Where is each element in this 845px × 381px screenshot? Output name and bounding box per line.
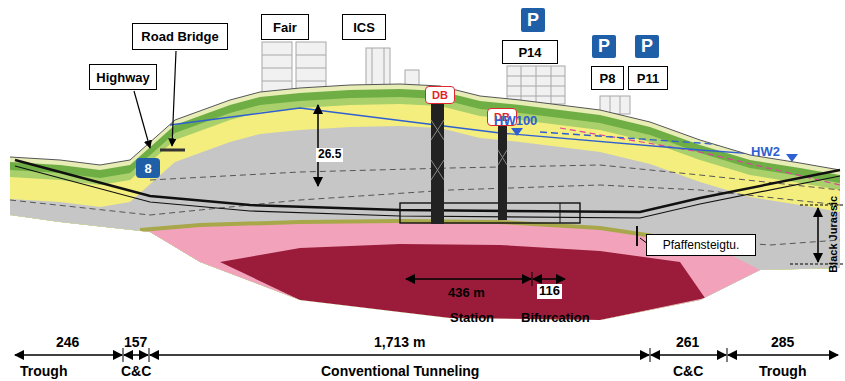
node-text: P xyxy=(641,36,653,57)
node-text: ICS xyxy=(353,20,375,35)
parking-icon: P xyxy=(521,8,545,32)
parking-box: P8 xyxy=(591,66,624,90)
water-level-label: HW2 xyxy=(751,145,780,160)
place-box: Fair xyxy=(261,14,309,40)
dimension-arrows xyxy=(15,105,843,362)
dimension-label: 1,713 m xyxy=(374,334,425,350)
place-box: ICS xyxy=(342,14,386,40)
parking-icon: P xyxy=(635,35,659,58)
parking-box: P14 xyxy=(502,40,558,64)
dimension-label: 285 xyxy=(771,334,794,350)
place-box: Road Bridge xyxy=(132,23,228,50)
water-level-symbol xyxy=(786,154,798,162)
surface-line xyxy=(10,84,840,170)
strata xyxy=(10,84,840,381)
dimension-label: 116 xyxy=(537,284,562,299)
node-text: Highway xyxy=(96,70,149,85)
layer-label: Black Jurassic xyxy=(827,196,840,273)
section-label: Trough xyxy=(20,363,67,379)
parking-box: P11 xyxy=(628,66,668,90)
node-text: Road Bridge xyxy=(141,29,218,44)
node-text: DB xyxy=(432,89,448,101)
node-text: P xyxy=(527,10,539,31)
dimension-label: 157 xyxy=(124,334,147,350)
section-label: Conventional Tunneling xyxy=(321,363,479,379)
section-label: C&C xyxy=(673,363,703,379)
water-level-symbol xyxy=(511,128,523,136)
section-label: Trough xyxy=(759,363,806,379)
dimension-label: 26.5 xyxy=(316,148,343,162)
dimension-label: 246 xyxy=(56,334,79,350)
section-label: Station xyxy=(450,311,494,326)
node-text: P11 xyxy=(637,71,659,86)
dimension-label: 436 m xyxy=(448,286,485,301)
parking-icon: P xyxy=(592,35,616,58)
node-text: P xyxy=(598,36,610,57)
water-level-label: HW100 xyxy=(494,114,537,129)
section-label: C&C xyxy=(121,363,151,379)
db-logo: DB xyxy=(425,86,455,104)
place-box: Highway xyxy=(89,64,157,90)
node-text: Pfaffensteigtu. xyxy=(663,238,740,252)
highway-sign: 8 xyxy=(136,158,160,178)
node-text: P8 xyxy=(600,71,616,86)
node-text: P14 xyxy=(518,45,541,60)
node-text: 8 xyxy=(144,161,151,176)
node-text: Fair xyxy=(273,20,297,35)
leader-arrow xyxy=(172,51,176,146)
dimension-label: 261 xyxy=(676,334,699,350)
road-bridge-deck xyxy=(160,149,185,152)
leader-arrow xyxy=(134,91,150,148)
section-label: Bifurcation xyxy=(521,311,590,326)
callout-box: Pfaffensteigtu. xyxy=(646,234,756,256)
